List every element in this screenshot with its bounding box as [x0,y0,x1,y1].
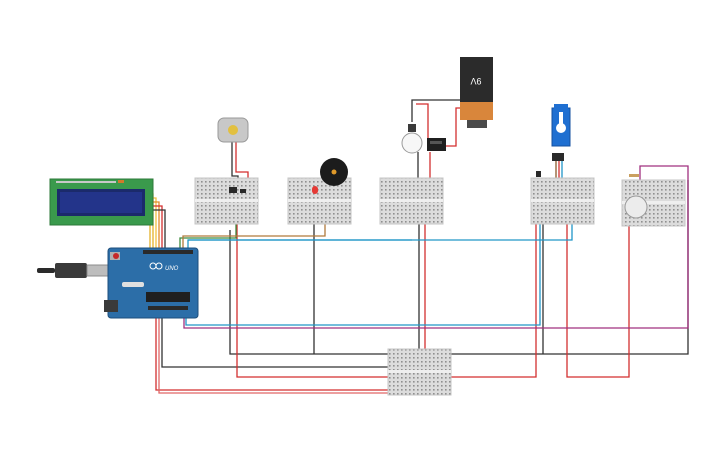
wire-power-servo[interactable] [566,190,630,378]
wire-power-arduino-2[interactable] [158,305,448,394]
wire-battery-black[interactable] [411,99,463,122]
micro-servo[interactable] [536,104,571,177]
battery-9v[interactable]: 9V [460,57,493,128]
red-led[interactable] [312,186,318,194]
battery-label: 9V [470,76,481,86]
wire-power-arduino[interactable] [155,305,448,391]
piezo-buzzer[interactable] [320,158,348,186]
light-bulb[interactable] [401,124,423,154]
wire-ground-arduino[interactable] [161,305,388,368]
lcd-16x2[interactable] [49,178,154,226]
relay[interactable] [427,138,446,151]
arduino-uno[interactable]: UNO [104,247,199,319]
wire-battery-red[interactable] [446,107,463,147]
potentiometer[interactable] [624,174,648,219]
usb-cable[interactable] [37,263,110,278]
arduino-brand-label: UNO [165,266,179,272]
wire-signal-pot[interactable] [183,165,689,329]
breadboards [194,177,686,396]
wire-bulb-red[interactable] [416,103,429,140]
arduino-logo [149,262,163,270]
wire-power-bus[interactable] [236,210,537,378]
dc-motor[interactable] [217,117,249,193]
